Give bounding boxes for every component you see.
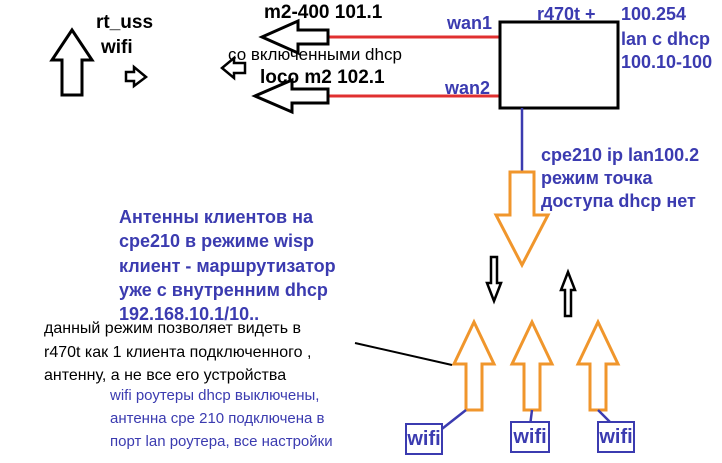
up-arrow-rt-uss-icon bbox=[49, 27, 95, 97]
router-lan-label: lan c dhcp bbox=[621, 29, 711, 49]
antenna-up-arrow-3-icon bbox=[575, 318, 621, 412]
mode-note-line-1: данный режим позволяет видеть в bbox=[44, 320, 301, 337]
wifi-box-3: wifi bbox=[597, 421, 635, 453]
pointer-line bbox=[354, 342, 453, 366]
cpe-dhcp-label: доступа dhcp нет bbox=[541, 191, 696, 211]
left-arrow-small-icon bbox=[220, 55, 247, 81]
router-range-label: 100.10-100 bbox=[621, 52, 713, 72]
wan1-label: wan1 bbox=[447, 13, 493, 33]
cpe-ip-label: cpe210 ip lan100.2 bbox=[541, 145, 700, 165]
wifi-note-line-3: порт lan роутера, все настройки bbox=[110, 433, 333, 450]
mode-note-line-3: антенну, а не все его устройства bbox=[44, 367, 287, 384]
dhcp-note-label: со включенными dhcp bbox=[228, 45, 402, 64]
antenna-note-line-5: 192.168.10.1/10.. bbox=[119, 304, 260, 324]
wifi-box-2: wifi bbox=[510, 421, 550, 453]
left-arrow-m2-400-icon bbox=[258, 18, 330, 56]
wifi-note-line-2: антенна cpe 210 подключена в bbox=[110, 410, 325, 427]
antenna-up-arrow-1-icon bbox=[451, 318, 497, 412]
rt-uss-label: rt_uss bbox=[96, 12, 154, 33]
mode-note-line-2: r470t как 1 клиента подключенного , bbox=[44, 344, 312, 361]
up-arrow-small-icon bbox=[559, 268, 577, 318]
antenna-up-arrow-2-icon bbox=[509, 318, 555, 412]
r470t-label: r470t + bbox=[537, 4, 596, 24]
wifi-box-1: wifi bbox=[405, 423, 443, 455]
router-ip-label: 100.254 bbox=[621, 4, 687, 24]
antenna-note-line-1: Антенны клиентов на bbox=[119, 207, 313, 227]
antenna-note-line-4: уже с внутренним dhcp bbox=[119, 280, 328, 300]
right-arrow-small-icon bbox=[124, 64, 149, 89]
loco-label: loco m2 102.1 bbox=[260, 67, 385, 88]
left-arrow-loco-icon bbox=[251, 77, 330, 115]
wifi-note-line-1: wifi роутеры dhcp выключены, bbox=[110, 387, 320, 404]
antenna-note-line-2: cpe210 в режиме wisp bbox=[119, 231, 315, 251]
cpe-down-arrow-icon bbox=[493, 170, 551, 269]
wan2-label: wan2 bbox=[445, 78, 491, 98]
wifi-top-label: wifi bbox=[101, 37, 133, 58]
down-arrow-small-icon bbox=[485, 255, 503, 305]
cpe-mode-label: режим точка bbox=[541, 168, 653, 188]
antenna-note-line-3: клиент - маршрутизатор bbox=[119, 256, 336, 276]
router-r470t-box bbox=[498, 20, 620, 110]
m2-400-label: m2-400 101.1 bbox=[264, 2, 383, 23]
